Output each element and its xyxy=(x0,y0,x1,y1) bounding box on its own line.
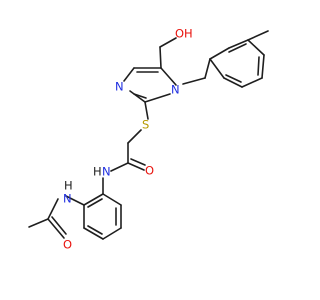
bond xyxy=(102,193,122,206)
bond xyxy=(228,43,247,53)
bond xyxy=(223,77,243,88)
acetyl-oxygen-label: O xyxy=(63,238,72,252)
bond xyxy=(87,198,103,208)
bond xyxy=(133,93,147,99)
bond xyxy=(225,74,242,83)
atom-label-layer: OH N N S O H N H N O xyxy=(63,27,193,252)
bond xyxy=(159,46,162,69)
amide-oxygen-label: O xyxy=(145,164,154,178)
bond xyxy=(130,158,146,166)
bond xyxy=(247,39,265,56)
bond xyxy=(159,37,177,48)
bond xyxy=(144,93,171,103)
bond xyxy=(228,39,249,49)
bond xyxy=(102,227,122,240)
hydroxyl-label: OH xyxy=(175,27,193,41)
bond xyxy=(204,58,211,79)
bond xyxy=(127,129,142,144)
bond xyxy=(261,54,265,79)
bond xyxy=(83,227,104,240)
bond xyxy=(28,218,49,228)
amide-h-label: H xyxy=(93,165,102,179)
acetamide-n-label: N xyxy=(63,192,72,206)
bond xyxy=(83,193,104,206)
amide-n-label: N xyxy=(102,165,111,179)
bond xyxy=(144,101,149,120)
bond xyxy=(182,77,206,85)
acetamide-h-label: H xyxy=(64,179,73,193)
sulfur-label: S xyxy=(142,118,149,132)
chemical-structure: OH N N S O H N H N O xyxy=(28,27,269,252)
bond xyxy=(123,67,135,82)
imidazole-n-right-label: N xyxy=(171,83,180,97)
imidazole-n-left-label: N xyxy=(115,80,124,94)
bond xyxy=(65,195,85,206)
bond xyxy=(47,198,59,220)
bond-layer xyxy=(28,30,269,240)
bond xyxy=(160,67,177,86)
bond xyxy=(87,225,103,235)
bond xyxy=(241,77,263,88)
bond xyxy=(129,90,146,103)
bond xyxy=(257,56,260,76)
bond xyxy=(209,58,225,79)
bond xyxy=(127,162,145,171)
molecule-diagram: OH N N S O H N H N O xyxy=(28,27,269,252)
bond xyxy=(209,47,230,60)
bond xyxy=(47,218,65,239)
bond xyxy=(110,162,129,172)
bond xyxy=(247,30,269,41)
bond xyxy=(51,216,67,235)
